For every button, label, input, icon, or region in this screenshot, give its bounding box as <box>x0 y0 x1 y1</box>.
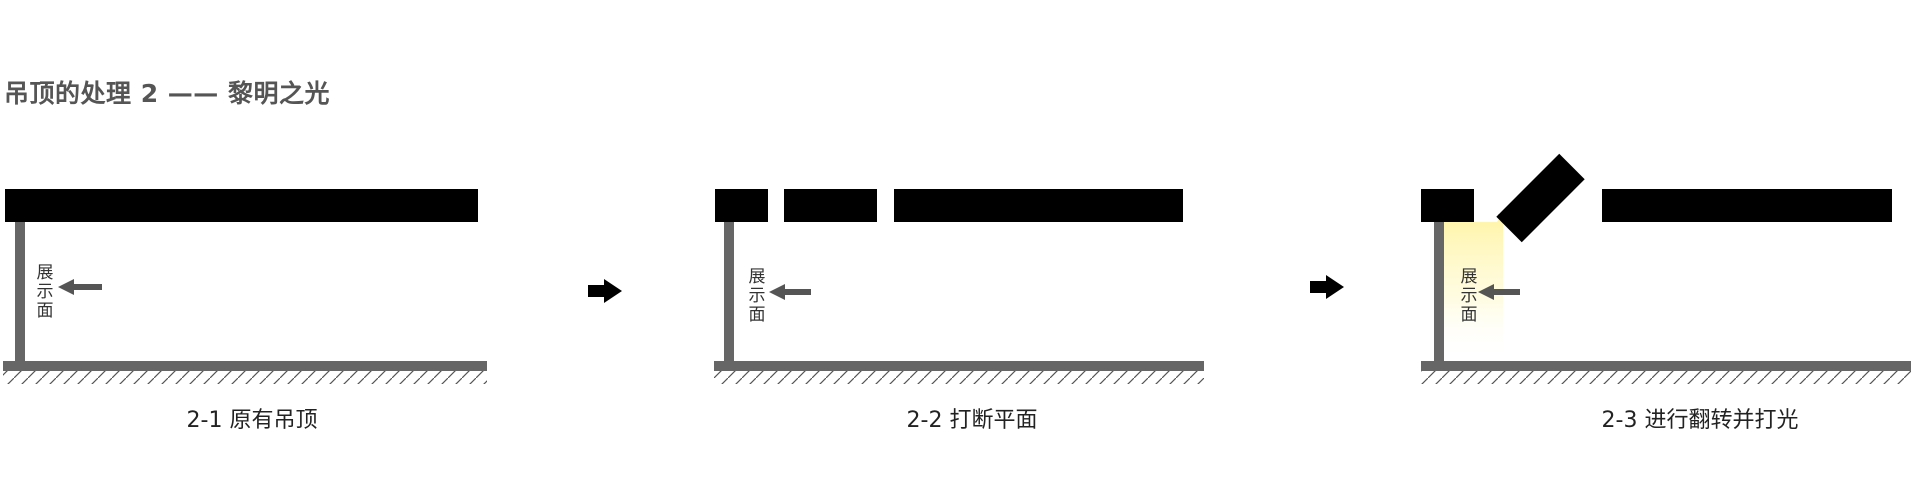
ceiling-segment-1 <box>1421 189 1474 222</box>
floor-slab <box>1421 361 1911 371</box>
panel-1 <box>3 189 487 384</box>
sequence-arrow-2 <box>1310 275 1344 299</box>
sequence-arrow-1 <box>588 279 622 303</box>
ceiling-segment-3 <box>894 189 1183 222</box>
pointer-arrow <box>58 279 102 295</box>
light-source <box>1498 214 1502 218</box>
panel-2 <box>714 189 1204 384</box>
panel-caption: 2-2 打断平面 <box>906 408 1038 433</box>
light-glow <box>1444 212 1503 360</box>
floor-slab <box>3 361 487 371</box>
ceiling-segment-flipped <box>1496 153 1585 243</box>
panel-3 <box>1421 153 1911 384</box>
diagram-title: 吊顶的处理 2 —— 黎明之光 <box>4 79 331 108</box>
floor-hatch <box>1421 371 1911 384</box>
ceiling-segment-1 <box>715 189 768 222</box>
ceiling-segment-3 <box>1602 189 1892 222</box>
display-wall <box>724 222 734 370</box>
display-wall <box>1434 222 1444 370</box>
floor-hatch <box>714 371 1204 384</box>
panel-caption: 2-1 原有吊顶 <box>186 408 318 433</box>
ceiling-segment-2 <box>784 189 877 222</box>
panel-caption: 2-3 进行翻转并打光 <box>1601 408 1799 433</box>
wall-label: 展示面 <box>1460 267 1478 325</box>
display-wall <box>15 222 25 366</box>
wall-label: 展示面 <box>748 267 766 325</box>
pointer-arrow <box>1478 284 1520 300</box>
wall-label: 展示面 <box>36 263 54 321</box>
floor-slab <box>714 361 1204 371</box>
pointer-arrow <box>769 284 811 300</box>
ceiling-slab <box>5 189 478 222</box>
floor-hatch <box>3 371 487 384</box>
